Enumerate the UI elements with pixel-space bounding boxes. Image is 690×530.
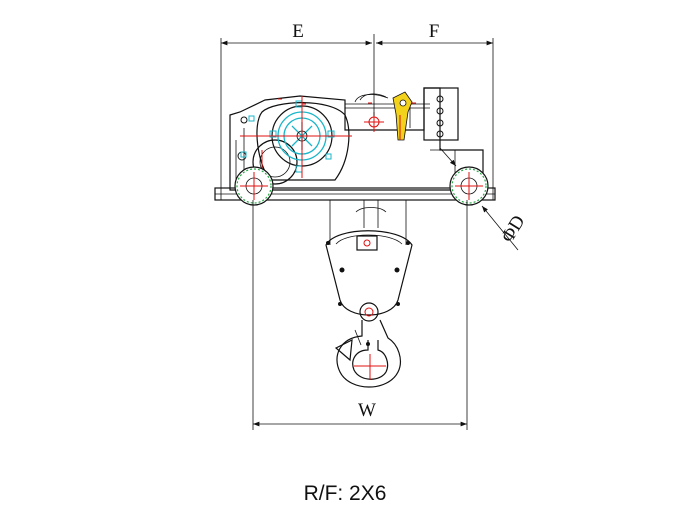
dimension-d-label: ΦD	[497, 212, 529, 247]
dimension-w-label: W	[358, 400, 376, 421]
left-wheel	[234, 166, 274, 206]
dimension-f-label: F	[429, 21, 440, 42]
dimension-d: ΦD	[439, 147, 530, 251]
right-wheel	[449, 166, 489, 206]
hook-block	[325, 230, 413, 316]
dimension-e-label: E	[292, 21, 304, 42]
motor-drum-assembly	[240, 96, 352, 185]
center-mark	[364, 95, 384, 132]
caption: R/F: 2X6	[303, 482, 387, 505]
hoisting-ropes	[329, 200, 407, 245]
hook	[334, 302, 401, 388]
dimension-w: W	[252, 200, 468, 430]
limit-switch	[392, 91, 413, 141]
dimension-e-f: E F	[220, 21, 494, 200]
